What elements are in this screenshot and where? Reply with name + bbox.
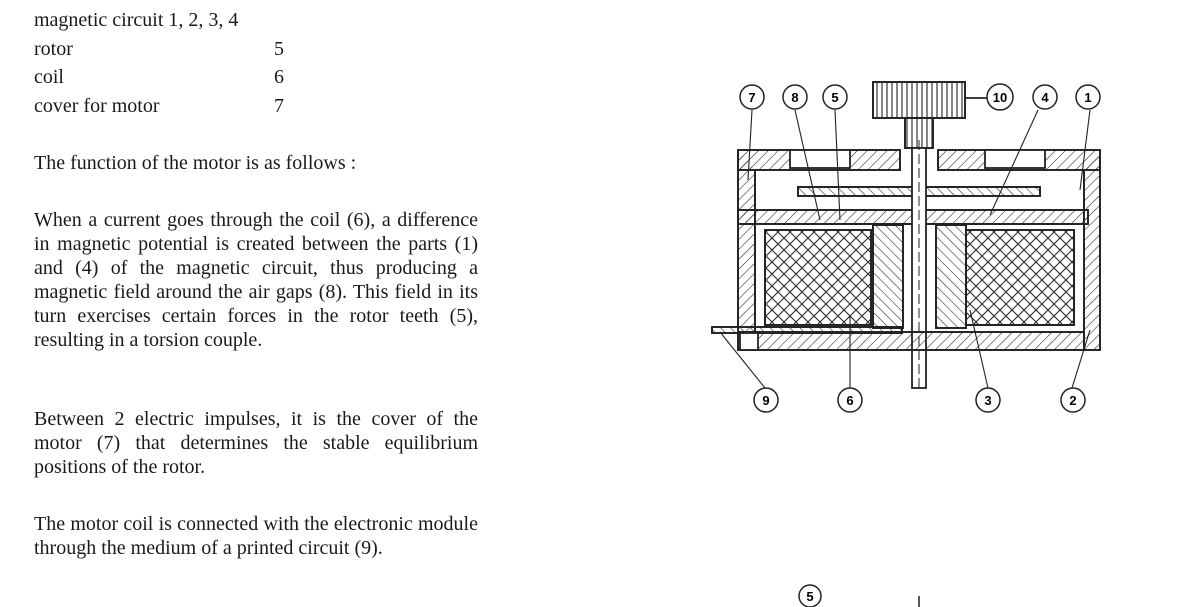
parts-list: magnetic circuit 1, 2, 3, 4 rotor 5 coil…	[34, 6, 284, 120]
svg-text:9: 9	[762, 393, 769, 408]
part-number: 7	[274, 94, 284, 117]
motor-cross-section-diagram: 7 8 5 10 4 1 9 6 3 2	[711, 81, 1101, 413]
svg-text:5: 5	[831, 90, 838, 105]
callout: 2	[1060, 387, 1086, 413]
svg-text:4: 4	[1041, 90, 1049, 105]
svg-text:5: 5	[806, 589, 813, 604]
part-number: 5	[274, 37, 284, 60]
svg-text:1: 1	[1084, 90, 1091, 105]
callout: 5	[822, 84, 848, 110]
svg-text:6: 6	[846, 393, 853, 408]
callout: 6	[837, 387, 863, 413]
function-paragraph: When a current goes through the coil (6)…	[34, 209, 478, 351]
part-number	[270, 6, 284, 35]
callout: 8	[782, 84, 808, 110]
callout: 1	[1075, 84, 1101, 110]
coil-right	[965, 229, 1075, 326]
parts-list-row: rotor 5	[34, 35, 284, 64]
svg-text:8: 8	[791, 90, 798, 105]
part-label: magnetic circuit 1, 2, 3, 4	[34, 9, 239, 31]
lower-figure-partial: 5	[798, 584, 920, 607]
callout: 10	[986, 83, 1014, 111]
svg-text:2: 2	[1069, 393, 1076, 408]
coil-left	[764, 229, 872, 326]
part-label: coil	[34, 66, 64, 88]
part-label: cover for motor	[34, 94, 160, 117]
knob	[872, 81, 966, 119]
part-number: 6	[274, 66, 284, 88]
equilibrium-paragraph: Between 2 electric impulses, it is the c…	[34, 408, 478, 478]
callout: 4	[1032, 84, 1058, 110]
parts-list-row: cover for motor 7	[34, 92, 284, 121]
callout: 9	[753, 387, 779, 413]
svg-text:3: 3	[984, 393, 991, 408]
intro-paragraph: The function of the motor is as follows …	[34, 152, 357, 174]
parts-list-row: coil 6	[34, 63, 284, 92]
parts-list-row: magnetic circuit 1, 2, 3, 4	[34, 6, 284, 35]
svg-text:10: 10	[993, 90, 1007, 105]
callout: 3	[975, 387, 1001, 413]
callout: 5	[798, 584, 822, 607]
connection-paragraph: The motor coil is connected with the ele…	[34, 513, 478, 559]
callout: 7	[739, 84, 765, 110]
part-label: rotor	[34, 37, 73, 60]
svg-text:7: 7	[748, 90, 755, 105]
